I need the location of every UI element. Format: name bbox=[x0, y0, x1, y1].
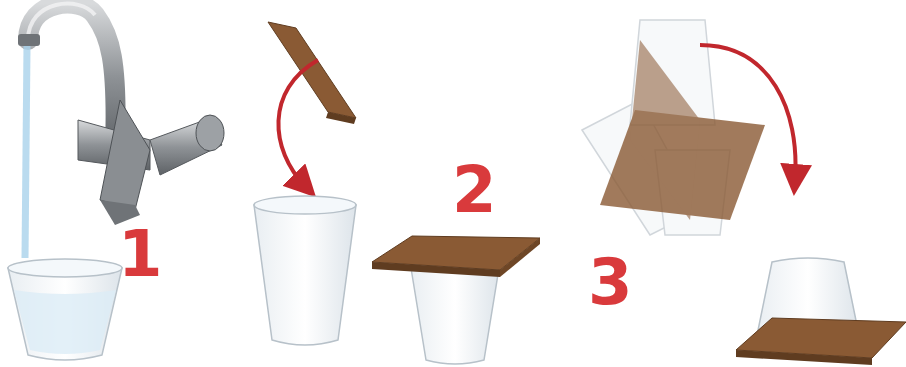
cup bbox=[8, 259, 122, 360]
cup bbox=[254, 196, 356, 345]
step-number: 3 bbox=[588, 250, 633, 314]
rotating-cardboard bbox=[600, 40, 765, 220]
red-arrow bbox=[700, 45, 796, 180]
faucet bbox=[18, 4, 224, 225]
step-number: 1 bbox=[118, 222, 163, 286]
cup bbox=[410, 262, 500, 364]
red-arrow bbox=[278, 60, 318, 186]
step-number: 2 bbox=[452, 158, 497, 222]
cardboard bbox=[736, 318, 906, 365]
cardboard bbox=[372, 236, 540, 277]
water-stream bbox=[25, 46, 27, 258]
